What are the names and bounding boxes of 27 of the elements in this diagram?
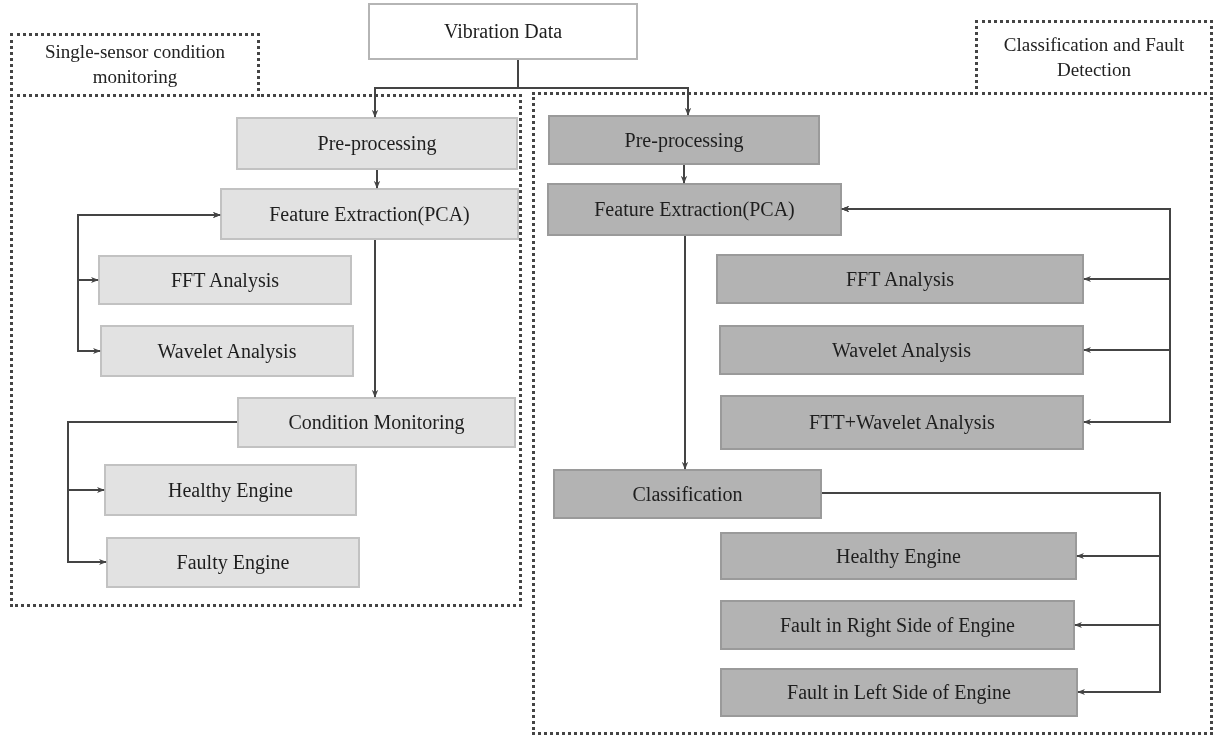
process-box: Condition Monitoring: [237, 397, 516, 448]
process-box: Fault in Right Side of Engine: [720, 600, 1075, 650]
connector-arrow: [517, 59, 692, 116]
connector-arrow: [373, 169, 381, 189]
connector-arrow: [681, 235, 689, 470]
process-box: Feature Extraction(PCA): [220, 188, 519, 240]
process-box: Fault in Left Side of Engine: [720, 668, 1078, 717]
process-box: FFT Analysis: [716, 254, 1084, 304]
process-box: Pre-processing: [548, 115, 820, 165]
connector-arrow: [841, 205, 1171, 426]
process-box: Feature Extraction(PCA): [547, 183, 842, 236]
group-heading: Single-sensor condition monitoring: [10, 33, 260, 97]
connector-arrow: [371, 239, 379, 398]
process-box: FFT Analysis: [98, 255, 352, 305]
process-box: Classification: [553, 469, 822, 519]
group-heading: Classification and Fault Detection: [975, 20, 1213, 95]
process-box: Faulty Engine: [106, 537, 360, 588]
connector-arrow: [67, 421, 238, 566]
connector-arrow: [77, 211, 221, 355]
process-box: Wavelet Analysis: [719, 325, 1084, 375]
process-box: Wavelet Analysis: [100, 325, 354, 377]
connector-arrow: [680, 164, 688, 184]
process-box: Vibration Data: [368, 3, 638, 60]
process-box: Healthy Engine: [720, 532, 1077, 580]
process-box: Pre-processing: [236, 117, 518, 170]
process-box: FTT+Wavelet Analysis: [720, 395, 1084, 450]
process-box: Healthy Engine: [104, 464, 357, 516]
